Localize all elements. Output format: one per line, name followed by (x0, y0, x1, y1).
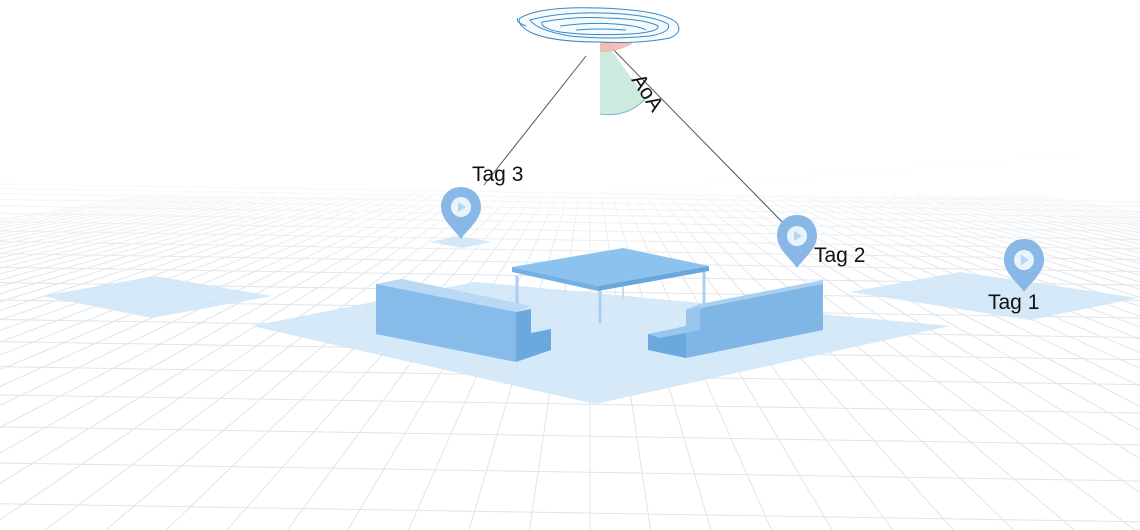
tag3-pin (441, 187, 481, 239)
ray-tag2 (603, 39, 793, 233)
ray-tag3 (483, 55, 587, 186)
tag1-label: Tag 1 (988, 291, 1040, 314)
tag3-label: Tag 3 (472, 163, 524, 186)
bench-right (648, 280, 823, 358)
aoa-rays (483, 39, 793, 233)
floor-pad-right (850, 272, 1138, 320)
table (512, 248, 709, 323)
tag2-label: Tag 2 (814, 244, 866, 267)
bench-left (376, 279, 551, 362)
tag2-pin (777, 215, 817, 268)
antenna-anchor-icon (516, 7, 680, 43)
floor-pad-tag3 (430, 236, 492, 248)
floor-pad-left (42, 276, 272, 318)
tag1-pin (1004, 239, 1044, 292)
